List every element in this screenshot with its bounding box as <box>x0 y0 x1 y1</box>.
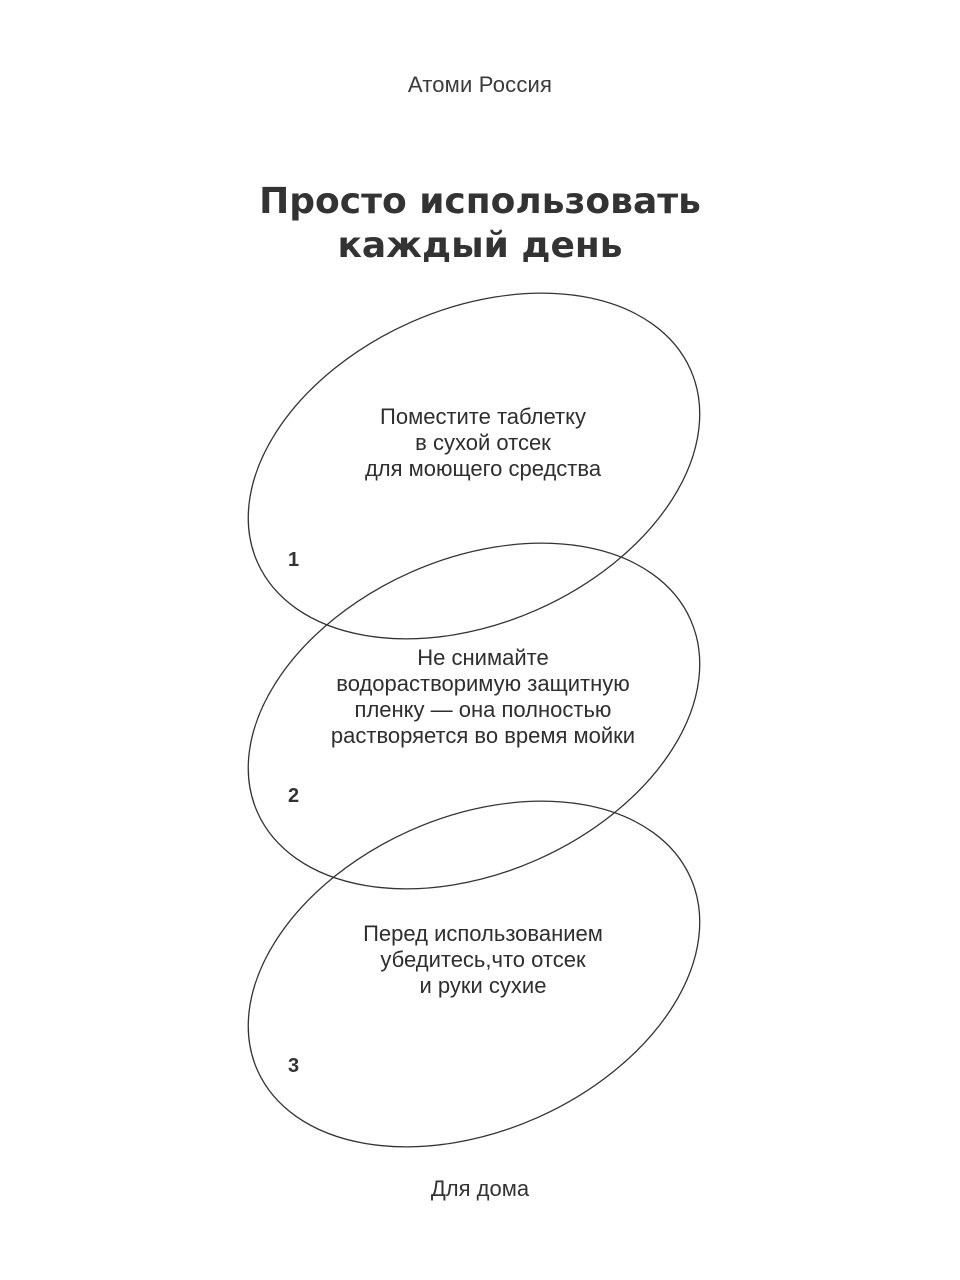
step-2-line: водорастворимую защитную <box>336 671 630 696</box>
step-2-text: Не снимайте водорастворимую защитную пле… <box>280 645 686 749</box>
step-3-line: и руки сухие <box>419 973 547 998</box>
footer-label: Для дома <box>430 1176 530 1201</box>
step-3-ring <box>247 800 701 1148</box>
page-title: Просто использовать каждый день <box>0 180 960 268</box>
step-3-line: Перед использованием <box>363 921 603 946</box>
step-1-line: для моющего средства <box>364 456 602 481</box>
step-1-text: Поместите таблетку в сухой отсек для мою… <box>280 404 686 482</box>
step-2-number: 2 <box>288 785 300 807</box>
step-2-line: растворяется во время мойки <box>330 723 636 748</box>
brand-label: Атоми Россия <box>407 72 553 97</box>
step-2-ring <box>247 542 701 890</box>
step-2-line: пленку — она полностью <box>354 697 612 722</box>
step-3-text: Перед использованием убедитесь,что отсек… <box>280 921 686 999</box>
step-1-line: Поместите таблетку <box>380 404 586 429</box>
step-2-line: Не снимайте <box>417 645 549 670</box>
step-1-number: 1 <box>288 549 300 571</box>
title-line-1: Просто использовать <box>259 181 701 222</box>
step-3-number: 3 <box>288 1055 300 1077</box>
title-line-2: каждый день <box>337 225 623 266</box>
step-3-line: убедитесь,что отсек <box>380 947 586 972</box>
step-1-line: в сухой отсек <box>415 430 551 455</box>
step-1-ring <box>247 292 701 640</box>
